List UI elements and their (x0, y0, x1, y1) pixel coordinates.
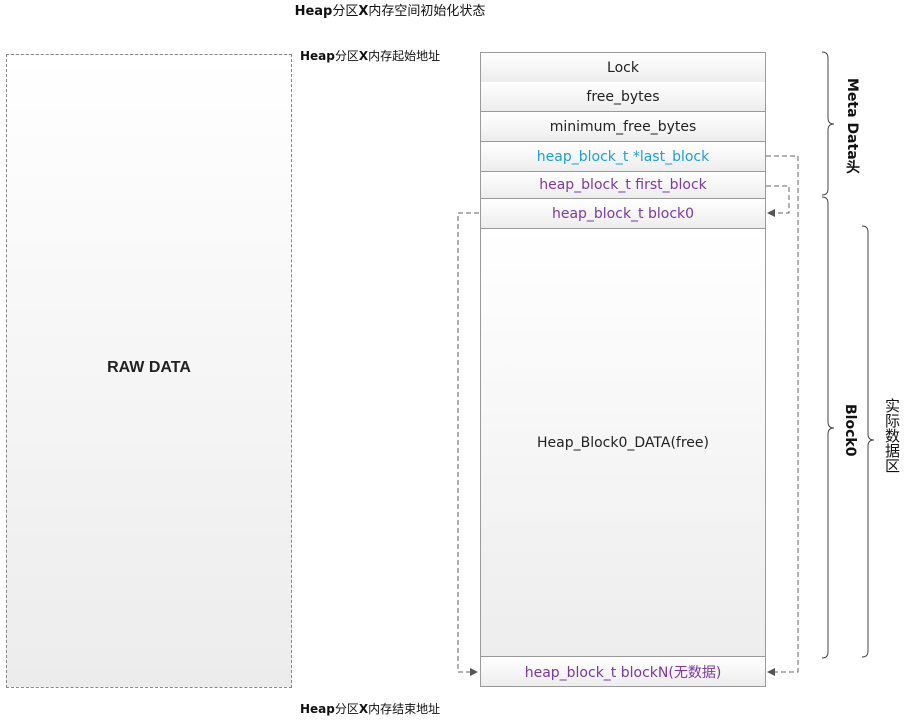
real-data-brace (861, 225, 875, 658)
block0-next-arrow (457, 212, 479, 676)
block0-section-label: Block0 (842, 404, 858, 457)
raw-data-box (6, 54, 292, 688)
meta-data-label: Meta Data头 (844, 78, 860, 174)
free-bytes-cell: free_bytes (480, 82, 766, 112)
last-block-arrow (766, 155, 799, 676)
block0-data-cell: Heap_Block0_DATA(free) (480, 229, 766, 657)
end-address-label: Heap分区X内存结束地址 (300, 702, 441, 716)
last-block-cell: heap_block_t *last_block (480, 142, 766, 172)
diagram-title: Heap分区X内存空间初始化状态 (294, 4, 486, 19)
lock-cell: Lock (480, 52, 766, 83)
blockN-cell: heap_block_t blockN(无数据) (480, 657, 766, 687)
minimum-free-bytes-cell: minimum_free_bytes (480, 112, 766, 142)
meta-data-brace (821, 51, 835, 196)
first-block-arrow (766, 185, 790, 217)
real-data-area-label: 实际数据区 (883, 398, 901, 473)
block0-brace (821, 196, 835, 659)
start-address-label: Heap分区X内存起始地址 (300, 49, 441, 63)
block0-header-cell: heap_block_t block0 (480, 199, 766, 229)
first-block-cell: heap_block_t first_block (480, 172, 766, 199)
raw-data-label: RAW DATA (107, 359, 191, 376)
